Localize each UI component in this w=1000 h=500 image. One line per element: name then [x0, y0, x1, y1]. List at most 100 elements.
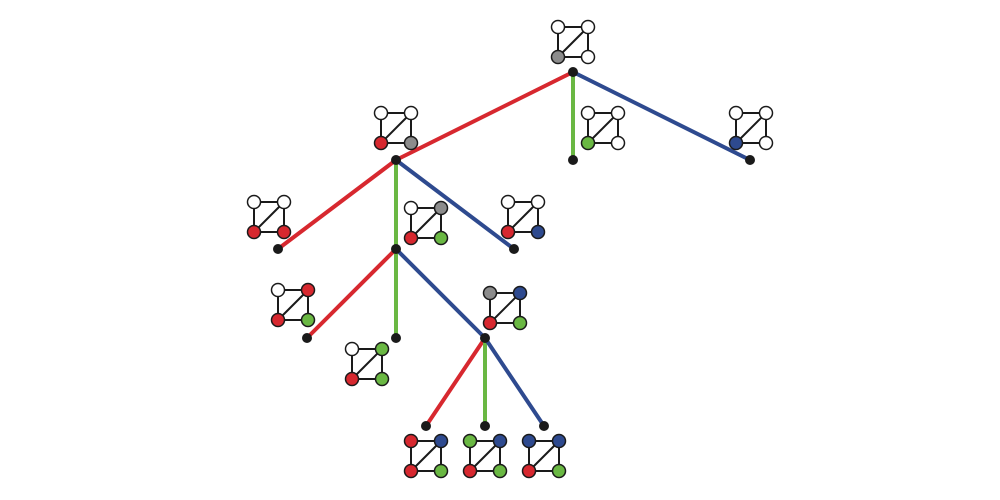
tree-edge-root-n1 [394, 70, 575, 162]
graph-edges-square [351, 348, 383, 380]
graph-vertex-top-right [492, 433, 508, 449]
graph-vertex-top-right [276, 194, 292, 210]
graph-vertex-bottom-right [551, 463, 567, 479]
graph-edges-square [489, 292, 521, 324]
graph-vertex-top-right [610, 105, 626, 121]
graph-vertex-bottom-right [433, 463, 449, 479]
graph-vertex-top-right [758, 105, 774, 121]
tree-vertices [273, 67, 755, 431]
graph-state-n11 [246, 194, 292, 240]
graph-vertex-top-right [512, 285, 528, 301]
tree-edge-n12-n121 [305, 247, 398, 340]
graph-edges-square [410, 207, 442, 239]
tree-vertex-n11 [273, 244, 283, 254]
graph-edges-square [380, 112, 412, 144]
tree-vertex-n12 [391, 244, 401, 254]
graph-vertex-bottom-left [521, 463, 537, 479]
tree-vertex-n3 [745, 155, 755, 165]
tree-edge-root-n3 [571, 70, 752, 162]
graph-state-n1 [373, 105, 419, 151]
tree-vertex-n1 [391, 155, 401, 165]
graph-state-n1231 [403, 433, 449, 479]
tree-vertex-n1232 [480, 421, 490, 431]
graph-edges-square [507, 201, 539, 233]
graph-vertex-bottom-left [344, 371, 360, 387]
graph-vertex-bottom-right [276, 224, 292, 240]
graph-state-n1232 [462, 433, 508, 479]
graph-edges-square [528, 440, 560, 472]
graph-vertex-bottom-left [270, 312, 286, 328]
graph-state-n12 [403, 200, 449, 246]
graph-vertex-bottom-right [580, 49, 596, 65]
tree-edge-n12-n123 [394, 247, 487, 340]
graph-state-n13 [500, 194, 546, 240]
graph-edges-square [253, 201, 285, 233]
graph-state-glyphs [246, 19, 774, 479]
graph-vertex-top-left [246, 194, 262, 210]
graph-vertex-bottom-right [374, 371, 390, 387]
graph-vertex-bottom-left [403, 463, 419, 479]
tree-vertex-n121 [302, 333, 312, 343]
graph-vertex-bottom-left [550, 49, 566, 65]
graph-vertex-top-right [374, 341, 390, 357]
tree-vertex-n123 [480, 333, 490, 343]
graph-state-n1233 [521, 433, 567, 479]
graph-edges-square [587, 112, 619, 144]
graph-vertex-top-right [530, 194, 546, 210]
graph-vertex-top-left [403, 200, 419, 216]
graph-edges-square [469, 440, 501, 472]
graph-vertex-top-right [403, 105, 419, 121]
graph-vertex-top-left [550, 19, 566, 35]
graph-vertex-bottom-right [758, 135, 774, 151]
tree-edge-n1-n11 [276, 158, 398, 251]
graph-vertex-top-left [270, 282, 286, 298]
graph-vertex-bottom-left [482, 315, 498, 331]
graph-vertex-bottom-right [492, 463, 508, 479]
graph-state-n3 [728, 105, 774, 151]
graph-state-n121 [270, 282, 316, 328]
tree-vertex-n13 [509, 244, 519, 254]
graph-vertex-top-right [580, 19, 596, 35]
graph-vertex-top-right [300, 282, 316, 298]
graph-vertex-bottom-right [433, 230, 449, 246]
graph-vertex-top-left [344, 341, 360, 357]
tree-vertex-n2 [568, 155, 578, 165]
graph-vertex-top-left [728, 105, 744, 121]
tree-edge-n123-n1233 [483, 336, 546, 428]
graph-edges-square [277, 289, 309, 321]
graph-vertex-bottom-left [580, 135, 596, 151]
graph-vertex-bottom-right [530, 224, 546, 240]
graph-state-n123 [482, 285, 528, 331]
graph-edges-square [557, 26, 589, 58]
tree-vertex-n1231 [421, 421, 431, 431]
graph-vertex-top-left [373, 105, 389, 121]
tree-vertex-root [568, 67, 578, 77]
graph-state-root [550, 19, 596, 65]
graph-vertex-top-left [521, 433, 537, 449]
tree-vertex-n122 [391, 333, 401, 343]
graph-vertex-bottom-left [373, 135, 389, 151]
graph-vertex-top-left [580, 105, 596, 121]
graph-state-n122 [344, 341, 390, 387]
graph-vertex-bottom-right [610, 135, 626, 151]
graph-vertex-bottom-right [512, 315, 528, 331]
tree-vertex-n1233 [539, 421, 549, 431]
tree-edge-n123-n1231 [424, 336, 487, 428]
graph-vertex-top-left [462, 433, 478, 449]
graph-vertex-top-left [482, 285, 498, 301]
graph-vertex-top-left [500, 194, 516, 210]
graph-edges-square [735, 112, 767, 144]
graph-vertex-bottom-left [728, 135, 744, 151]
graph-vertex-bottom-right [300, 312, 316, 328]
graph-vertex-bottom-right [403, 135, 419, 151]
graph-vertex-bottom-left [462, 463, 478, 479]
graph-vertex-top-right [551, 433, 567, 449]
graph-vertex-top-right [433, 433, 449, 449]
tree-edges [276, 70, 752, 428]
tree-edge-n1-n13 [394, 158, 516, 251]
graph-vertex-bottom-left [403, 230, 419, 246]
graph-vertex-bottom-left [500, 224, 516, 240]
graph-vertex-top-left [403, 433, 419, 449]
graph-edges-square [410, 440, 442, 472]
